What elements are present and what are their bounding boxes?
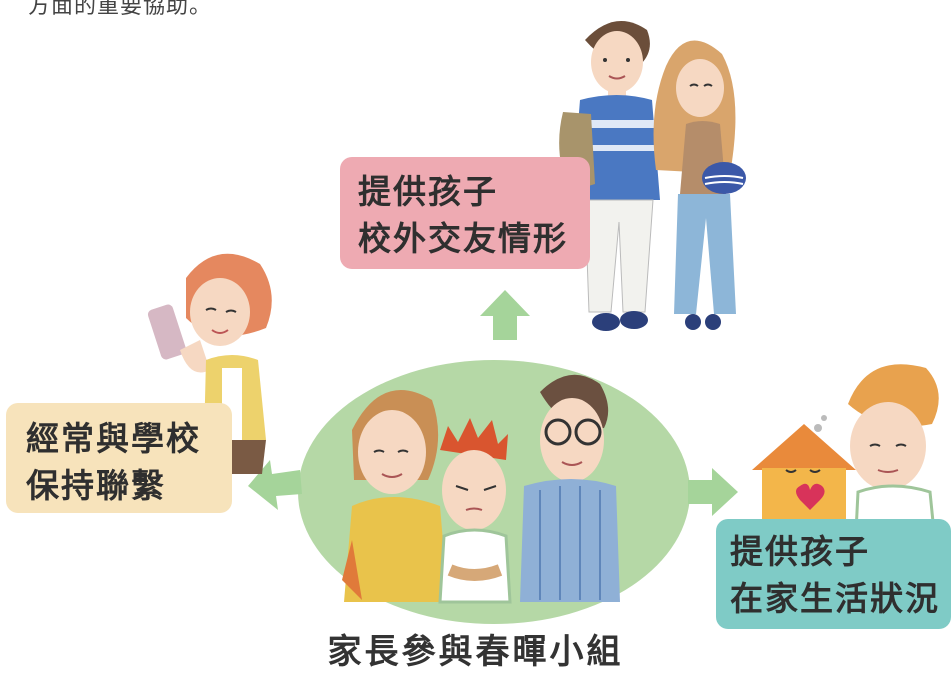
phone-woman-illustration — [147, 253, 272, 474]
label-box-school-line1: 經常與學校 — [26, 419, 201, 458]
label-box-home-line1: 提供孩子 — [730, 532, 870, 571]
label-box-friends-line2: 校外交友情形 — [358, 218, 568, 258]
label-box-school: 經常與學校 保持聯繫 — [6, 403, 232, 513]
label-box-home-line2: 在家生活狀況 — [730, 578, 940, 618]
house-boy-illustration — [752, 364, 939, 534]
label-box-home: 提供孩子 在家生活狀況 — [716, 519, 951, 629]
label-box-school-line2: 保持聯繫 — [26, 465, 166, 505]
arrow-right — [688, 468, 738, 516]
cut-off-top-text: 方面的重要協助。 — [28, 0, 213, 19]
label-box-friends-line1: 提供孩子 — [358, 172, 498, 211]
diagram-caption: 家長參與春暉小組 — [327, 632, 624, 672]
arrow-up — [480, 290, 530, 340]
group-illustration — [342, 374, 620, 604]
label-box-friends: 提供孩子 校外交友情形 — [340, 157, 590, 269]
couple-illustration — [559, 21, 746, 331]
